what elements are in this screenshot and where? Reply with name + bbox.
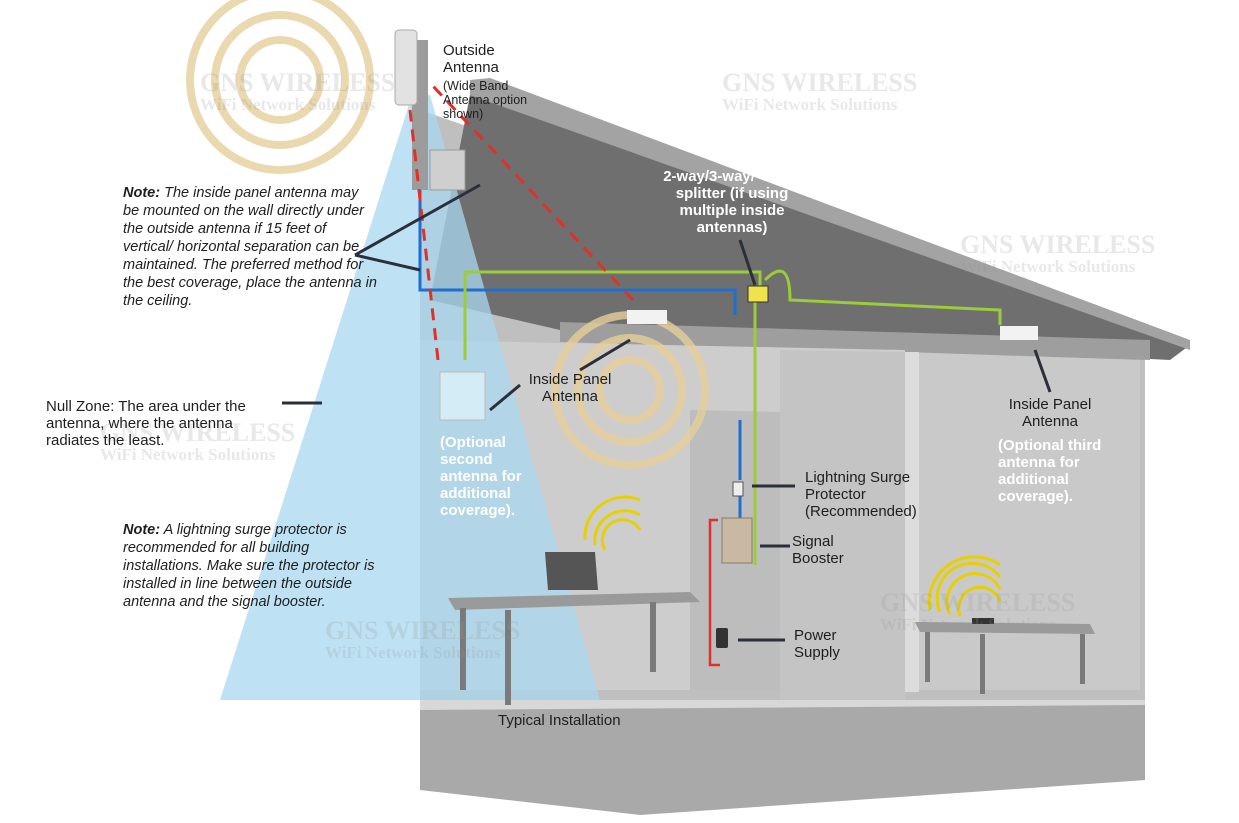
signal-booster-label: Signal Booster [792,533,844,567]
surge-protector-icon [732,481,744,497]
foundation [420,700,1145,815]
inside-panel-antenna-icon [627,310,667,324]
optional-third-antenna-label: (Optional third antenna for additional c… [998,437,1102,505]
optional-second-antenna-label: (Optional second antenna for additional … [440,434,522,519]
coax-cable [418,190,742,520]
signal-rings [186,0,709,469]
power-supply-label: Power Supply [794,627,840,661]
wall-edge [905,352,919,692]
power-cable [708,518,720,667]
right-room-wall [905,352,1140,690]
phone-icon [972,618,994,624]
signal-path [408,83,635,361]
note-mounting: Note: The inside panel antenna may be mo… [123,185,377,309]
null-zone-label: Null Zone: The area under the antenna, w… [46,398,246,449]
outside-antenna-label: Outside Antenna [443,42,499,76]
laptop-icon [545,552,598,590]
typical-installation-label: Typical Installation [498,712,621,729]
power-supply-icon [716,628,728,648]
splitter-icon [747,285,769,303]
mount-bracket [429,149,466,191]
inside-panel-antenna-icon [1000,326,1038,340]
wall-panel-antenna-icon [439,371,486,421]
null-zone [220,95,600,700]
roof-edge [470,78,1190,350]
ceiling-beam [560,322,1150,360]
desk [448,552,700,705]
splitter-label: 2-way/3-way/ 4-way splitter (if using mu… [663,168,801,236]
partition-wall [780,350,905,700]
note-surge: Note: A lightning surge protector is rec… [123,522,375,610]
callout-arrows [282,183,1052,642]
inside-cable [463,269,1002,565]
surge-protector-label: Lightning Surge Protector (Recommended) [805,469,917,520]
outside-antenna-icon [394,29,418,106]
wifi-icon [583,495,1002,617]
outside-antenna-sub: (Wide Band Antenna option shown) [443,79,528,121]
signal-booster-icon [721,517,753,564]
inside-panel-antenna-label-2: Inside Panel Antenna [1008,396,1092,430]
roof-underside [430,95,1190,360]
side-table [915,618,1095,694]
inside-panel-antenna-label: Inside Panel Antenna [528,371,612,405]
